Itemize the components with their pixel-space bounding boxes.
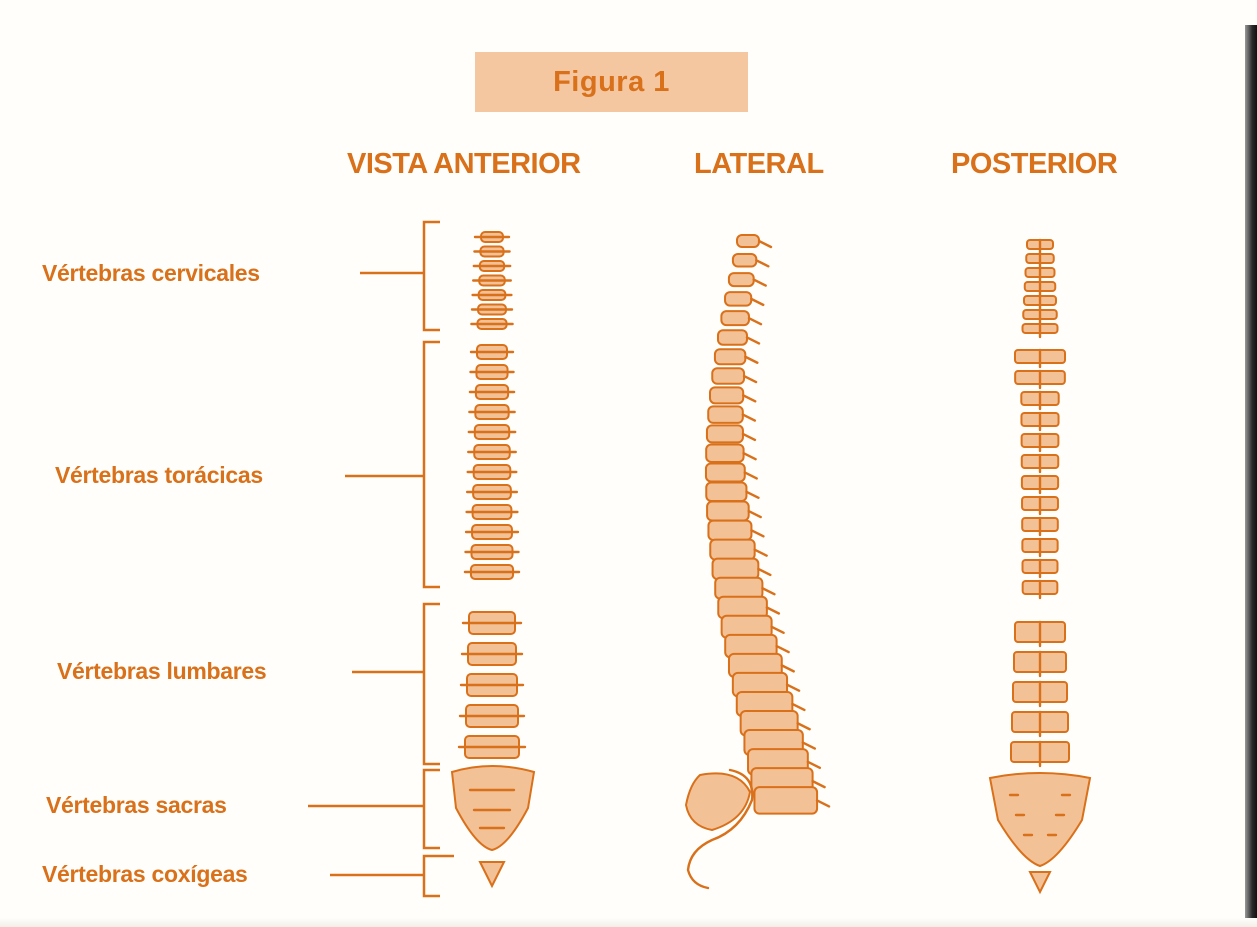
lateral-spinous-process bbox=[746, 492, 758, 498]
lateral-spinous-process bbox=[749, 318, 761, 324]
posterior-coccyx bbox=[1030, 872, 1050, 892]
lateral-vertebra bbox=[710, 387, 743, 403]
lateral-spinous-process bbox=[755, 550, 767, 556]
bracket-lumbar bbox=[424, 604, 440, 764]
lateral-spinous-process bbox=[787, 685, 799, 691]
lateral-vertebra bbox=[706, 463, 745, 481]
lateral-vertebra bbox=[706, 444, 743, 462]
bracket-thoracic bbox=[424, 342, 440, 587]
lateral-spinous-process bbox=[813, 781, 825, 787]
lateral-spinous-process bbox=[744, 453, 756, 459]
lateral-vertebra bbox=[708, 521, 751, 541]
lateral-spinous-process bbox=[777, 646, 789, 652]
sacrum bbox=[452, 766, 534, 850]
lateral-vertebra bbox=[710, 540, 754, 560]
lateral-spinous-process bbox=[803, 743, 815, 749]
bracket-cervical bbox=[424, 222, 440, 330]
lateral-vertebra bbox=[725, 292, 751, 306]
lateral-vertebra bbox=[721, 311, 749, 325]
lateral-spinous-process bbox=[749, 511, 761, 517]
lateral-spinous-process bbox=[756, 260, 768, 266]
lateral-spinous-process bbox=[754, 280, 766, 286]
bracket-coccygeal bbox=[424, 856, 454, 896]
lateral-spinous-process bbox=[745, 472, 757, 478]
lateral-vertebra bbox=[707, 502, 749, 521]
spine-anterior-view bbox=[452, 232, 534, 886]
lateral-spinous-process bbox=[751, 299, 763, 305]
lateral-spinous-process bbox=[747, 337, 759, 343]
page-edge-shadow bbox=[1245, 25, 1257, 927]
spine-posterior-view bbox=[990, 240, 1090, 892]
lateral-spinous-process bbox=[798, 723, 810, 729]
lateral-spinous-process bbox=[762, 588, 774, 594]
lateral-vertebra bbox=[718, 330, 747, 345]
lateral-vertebra bbox=[733, 254, 756, 266]
bracket-sacral bbox=[424, 770, 440, 848]
lateral-vertebra bbox=[737, 235, 759, 247]
lateral-spinous-process bbox=[767, 608, 779, 614]
lateral-spinous-process bbox=[751, 530, 763, 536]
lateral-vertebra bbox=[708, 406, 743, 423]
spine-lateral-view bbox=[686, 235, 829, 888]
lateral-spinous-process bbox=[743, 434, 755, 440]
lateral-spinous-process bbox=[772, 627, 784, 633]
coccyx bbox=[480, 862, 504, 886]
posterior-sacrum bbox=[990, 773, 1090, 866]
lateral-spinous-process bbox=[743, 415, 755, 421]
lateral-spinous-process bbox=[743, 395, 755, 401]
lateral-spinous-process bbox=[792, 704, 804, 710]
lateral-vertebra bbox=[707, 425, 743, 442]
lateral-vertebra bbox=[715, 349, 745, 364]
lateral-vertebra bbox=[729, 273, 754, 286]
lateral-spinous-process bbox=[817, 800, 829, 806]
lateral-spinous-process bbox=[758, 569, 770, 575]
region-brackets bbox=[424, 222, 454, 896]
lateral-vertebra bbox=[713, 559, 759, 580]
lateral-spinous-process bbox=[808, 762, 820, 768]
lateral-spinous-process bbox=[782, 665, 794, 671]
lateral-vertebra bbox=[715, 578, 762, 599]
page-bottom-edge bbox=[0, 918, 1257, 927]
lateral-vertebra bbox=[706, 483, 746, 502]
lateral-spinous-process bbox=[759, 241, 771, 247]
lateral-vertebra bbox=[754, 787, 817, 814]
lateral-vertebra bbox=[712, 368, 744, 384]
lateral-spinous-process bbox=[744, 376, 756, 382]
lateral-spinous-process bbox=[745, 357, 757, 363]
leader-lines bbox=[308, 273, 424, 875]
